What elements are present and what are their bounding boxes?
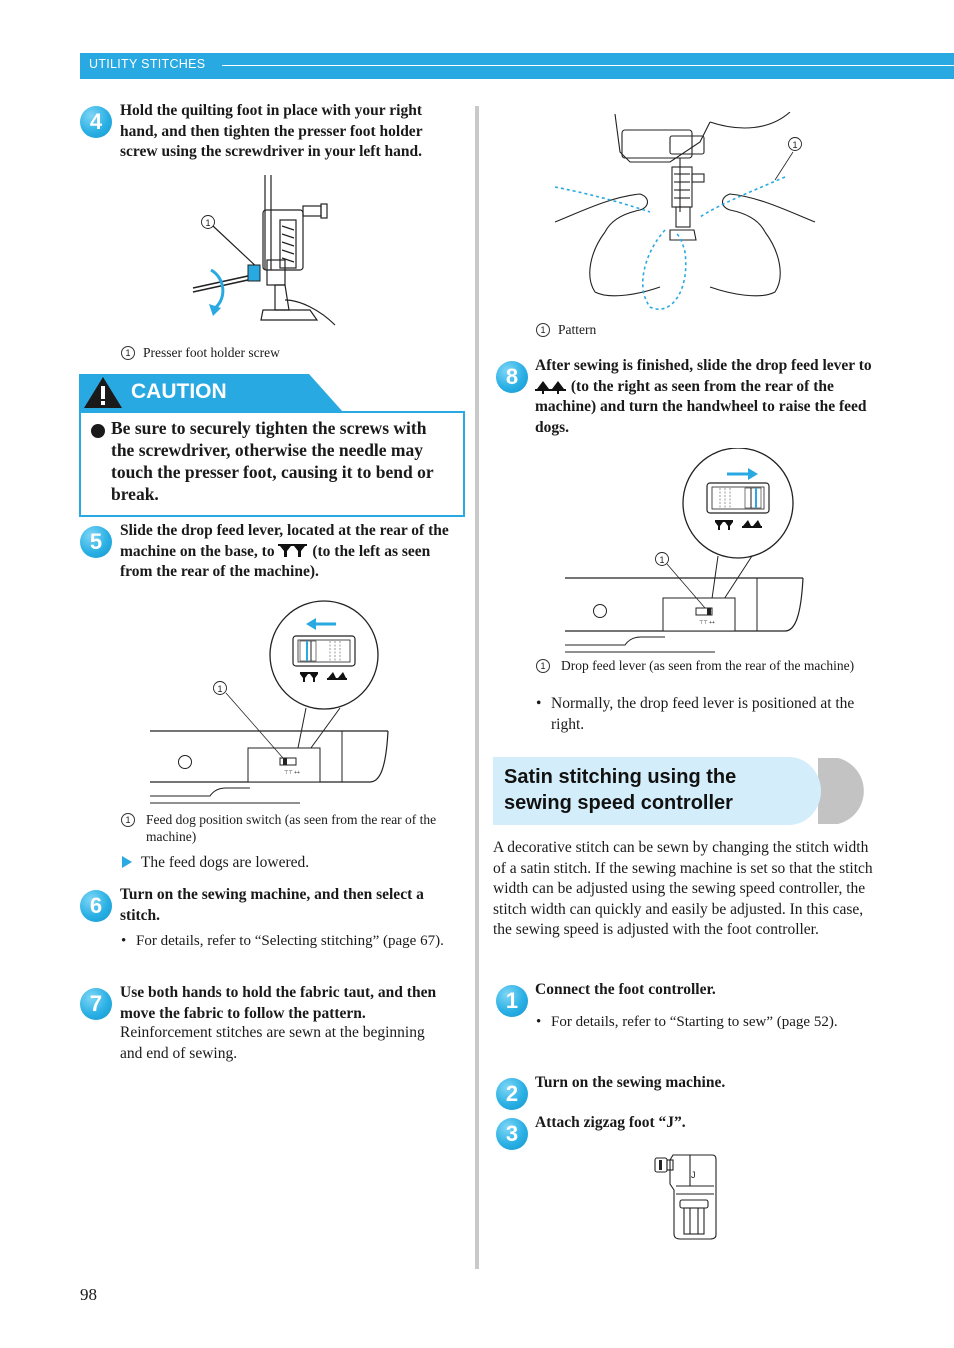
bullet-dot: • (536, 695, 542, 712)
step-5-callout: 1 (217, 684, 222, 694)
step-2-text: Turn on the sewing machine. (535, 1074, 726, 1091)
step-4-text: Hold the quilting foot in place with you… (120, 102, 423, 160)
step-7-text: Use both hands to hold the fabric taut, … (120, 984, 437, 1022)
step-8-caption: 1 Drop feed lever (as seen from the rear… (536, 657, 876, 674)
step-2-number: 2 (496, 1078, 528, 1110)
step-5-number: 5 (80, 526, 112, 558)
section-title-line2: sewing speed controller (504, 792, 733, 814)
header-rule (222, 65, 954, 66)
step-5-text-before: Slide the drop feed lever, located at th… (120, 522, 449, 560)
feed-dog-switch-illustration: ⊤⊤ ++ 1 (150, 600, 389, 804)
step-5-result: The feed dogs are lowered. (121, 853, 309, 874)
caption-text: Feed dog position switch (as seen from t… (146, 812, 437, 844)
section-title-line1: Satin stitching using the (504, 766, 737, 788)
step-6-text: Turn on the sewing machine, and then sel… (120, 886, 424, 924)
step-8-note-text: Normally, the drop feed lever is positio… (551, 695, 855, 733)
pattern-callout: 1 (792, 140, 797, 150)
feed-dog-raised-icon (535, 380, 566, 394)
zigzag-foot-j-illustration: J (654, 1154, 717, 1240)
step-8-number: 8 (496, 361, 528, 393)
bullet-dot: • (536, 1014, 542, 1030)
caution-label: CAUTION (131, 380, 227, 403)
section-heading-box (493, 757, 864, 825)
step-6-note-text: For details, refer to “Selecting stitchi… (136, 933, 444, 949)
caution-tab (79, 374, 343, 412)
section-intro: A decorative stitch can be sewn by chang… (493, 839, 873, 938)
header-bar: UTILITY STITCHES (80, 53, 954, 79)
result-text: The feed dogs are lowered. (140, 854, 310, 871)
hands-pattern-illustration: 1 (554, 112, 816, 310)
step-6-number: 6 (80, 890, 112, 922)
step-7-number: 7 (80, 988, 112, 1020)
step-1-text: Connect the foot controller. (535, 981, 716, 998)
step-8-callout: 1 (659, 555, 664, 565)
step-7-body: Reinforcement stitches are sewn at the b… (120, 1024, 425, 1062)
pattern-caption: 1 Pattern (536, 321, 596, 338)
step-1-note: • For details, refer to “Starting to sew… (536, 1012, 866, 1033)
caution-bullet (91, 424, 105, 438)
step-8-text-after: (to the right as seen from the rear of t… (535, 377, 867, 436)
caution-box (79, 411, 465, 517)
svg-text:⊤⊤ ++: ⊤⊤ ++ (284, 770, 300, 776)
page-number: 98 (80, 1285, 97, 1304)
step-8-text-before: After sewing is finished, slide the drop… (535, 357, 872, 374)
step-3-number: 3 (496, 1118, 528, 1150)
header-title: UTILITY STITCHES (89, 57, 206, 71)
drop-feed-lever-illustration: ⊤⊤ ++ 1 (565, 448, 804, 653)
foot-letter: J (691, 1170, 696, 1180)
svg-text:⊤⊤ ++: ⊤⊤ ++ (699, 620, 715, 626)
step-5-text: Slide the drop feed lever, located at th… (120, 521, 460, 583)
caution-text: Be sure to securely tighten the screws w… (111, 418, 434, 504)
caption-number: 1 (536, 323, 550, 337)
bullet-dot: • (121, 933, 127, 949)
step-1-number: 1 (496, 985, 528, 1017)
step-1-note-text: For details, refer to “Starting to sew” … (551, 1014, 838, 1030)
step-4-callout: 1 (205, 218, 210, 228)
step-5-caption: 1 Feed dog position switch (as seen from… (121, 811, 461, 845)
caption-number: 1 (121, 346, 135, 360)
feed-dog-lowered-icon (278, 543, 308, 557)
caption-text: Pattern (558, 322, 597, 337)
caption-text: Presser foot holder screw (143, 345, 280, 360)
step-5-text-after: (to the left as seen from the rear of th… (120, 542, 431, 581)
step-8-note: • Normally, the drop feed lever is posit… (536, 694, 876, 735)
step-6-note: • For details, refer to “Selecting stitc… (121, 931, 461, 952)
column-divider (475, 106, 479, 1269)
result-arrow-icon (122, 856, 132, 868)
step-3-text: Attach zigzag foot “J”. (535, 1114, 686, 1131)
step-8-text: After sewing is finished, slide the drop… (535, 356, 875, 438)
caption-number: 1 (536, 659, 550, 673)
caption-number: 1 (121, 813, 135, 827)
presser-foot-screw-illustration: 1 (192, 175, 336, 326)
step-4-caption: 1 Presser foot holder screw (121, 344, 280, 361)
step-4-number: 4 (80, 106, 112, 138)
caption-text: Drop feed lever (as seen from the rear o… (561, 658, 855, 673)
